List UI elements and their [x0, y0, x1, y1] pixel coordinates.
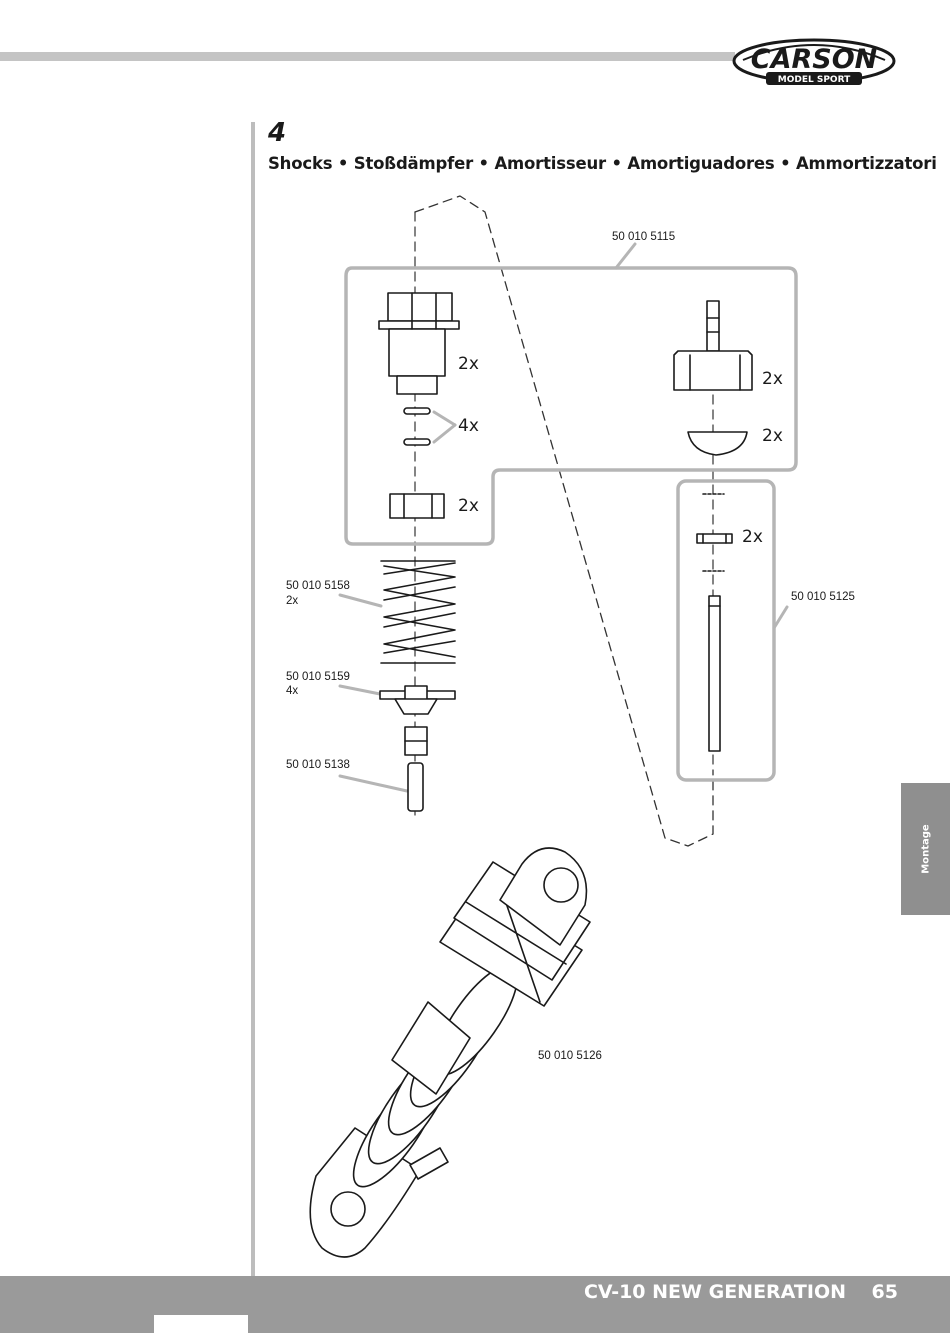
leader-4x-b [432, 423, 457, 444]
kit-outline-5125 [676, 479, 776, 782]
kit-outline-5115 [344, 266, 798, 546]
part-number-5125: 50 010 5125 [791, 591, 855, 603]
part-number-5158: 50 010 5158 [286, 580, 350, 592]
qty-membrane: 2x [762, 426, 783, 446]
assembly-guide-line [414, 195, 714, 847]
spring-part [380, 560, 456, 664]
qty-top-cap: 2x [762, 369, 783, 389]
logo-text: CARSON [751, 44, 878, 75]
leader-5115 [614, 242, 637, 270]
piston-set-part [696, 493, 733, 572]
leader-5125 [772, 605, 789, 630]
logo-subtext: MODEL SPORT [778, 75, 851, 85]
leader-5158 [338, 593, 383, 608]
part-number-5126: 50 010 5126 [538, 1050, 602, 1062]
leader-4x [432, 410, 457, 427]
top-cap-part [673, 300, 753, 391]
rod-end-part [404, 726, 428, 812]
footer-title: CV-10 NEW GENERATION [583, 1281, 846, 1303]
leader-5138 [338, 774, 409, 793]
part-number-5159: 50 010 5159 [286, 671, 350, 683]
header-bar [0, 52, 735, 61]
membrane-part [687, 431, 748, 456]
page-footer: CV-10 NEW GENERATION 65 [0, 1276, 950, 1333]
qty-piston-guide: 2x [458, 496, 479, 516]
page-number: 65 [871, 1281, 898, 1303]
footer-notch [154, 1315, 248, 1333]
part-number-5115: 50 010 5115 [612, 231, 675, 243]
shaft-part [708, 595, 721, 752]
shock-body-part [378, 292, 460, 395]
part-number-5158-qty: 2x [286, 595, 298, 607]
left-margin-rule [251, 122, 255, 1278]
spring-retainer-part [379, 685, 456, 715]
part-number-5138: 50 010 5138 [286, 759, 350, 771]
chapter-side-tab: Montage [901, 783, 950, 915]
qty-cap: 2x [458, 354, 479, 374]
qty-piston: 2x [742, 527, 763, 547]
section-title: Shocks • Stoßdämpfer • Amortisseur • Amo… [268, 154, 937, 173]
step-number: 4 [268, 118, 287, 148]
o-rings [403, 407, 431, 446]
part-number-5159-qty: 4x [286, 685, 298, 697]
carson-logo: CARSON MODEL SPORT [732, 38, 896, 85]
assembled-shock-illustration [309, 847, 591, 1258]
qty-orings: 4x [458, 416, 479, 436]
leader-5159 [338, 684, 382, 696]
chapter-tab-label: Montage [920, 824, 931, 874]
piston-guide-part [389, 493, 445, 519]
